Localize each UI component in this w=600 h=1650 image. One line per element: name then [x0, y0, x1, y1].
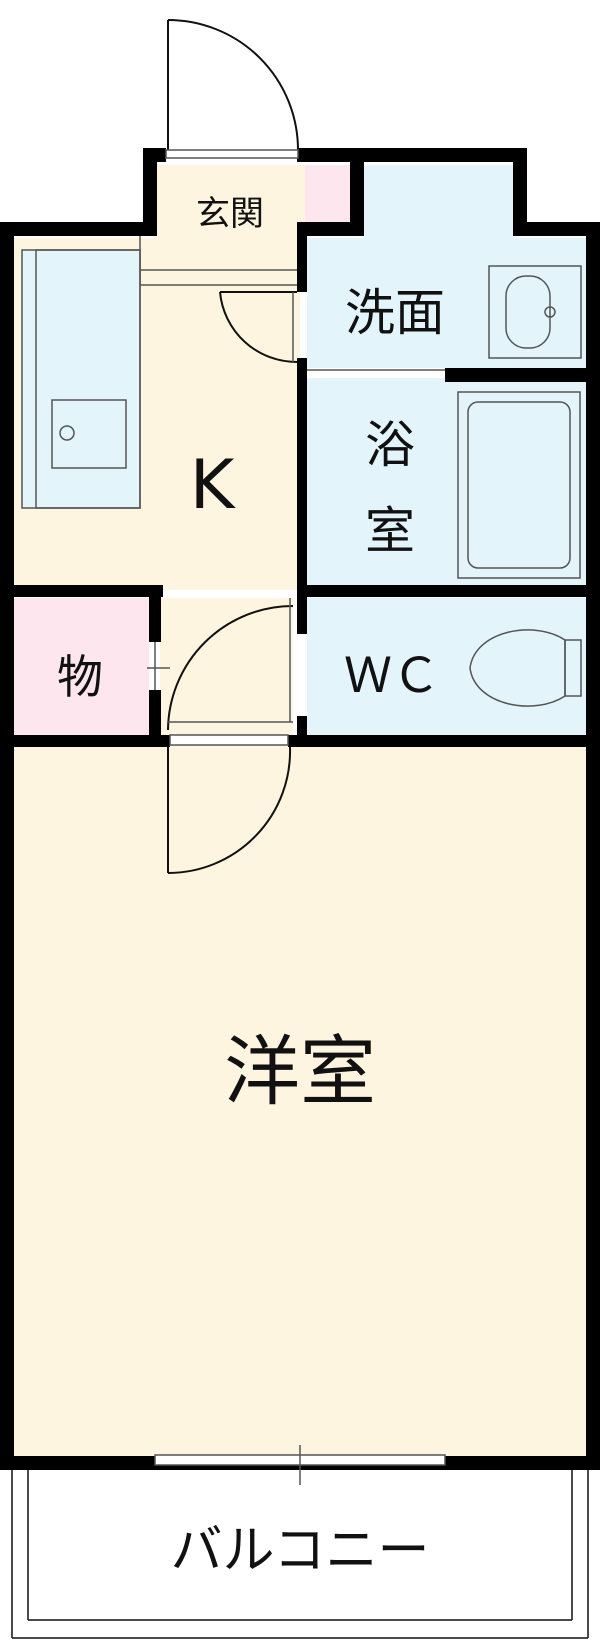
toilet-icon: [469, 629, 582, 707]
room-label-western-room: 洋室: [224, 1027, 376, 1116]
storage-door-marker: [147, 642, 170, 690]
sink-icon: [488, 265, 582, 359]
room-label-bath-2: 室: [365, 502, 415, 560]
room-label-bath-1: 浴: [365, 416, 415, 474]
room-label-balcony: バルコニー: [171, 1521, 430, 1581]
floor-wc: [307, 598, 586, 735]
balcony-outline: [11, 1470, 589, 1639]
entrance-door-icon: [165, 19, 299, 159]
bathtub-icon: [457, 391, 581, 579]
room-label-genkan: 玄関: [196, 194, 264, 234]
western-room-door-icon: [167, 734, 292, 874]
floor-western-room: [14, 742, 586, 1457]
room-label-washroom: 洗面: [345, 284, 445, 342]
kitchen-counter-icon: [21, 249, 141, 509]
balcony-window-icon: [154, 1445, 446, 1485]
room-label-wc: ＷＣ: [344, 648, 440, 704]
wc-door-icon: [167, 598, 294, 731]
floor-storage: [14, 598, 149, 735]
washroom-door-icon: [219, 291, 298, 364]
floor-bath: [307, 378, 586, 585]
floor-hall-blue: [363, 165, 515, 245]
room-label-kitchen: K: [190, 446, 237, 525]
floor-corridor: [160, 598, 293, 735]
room-label-storage: 物: [57, 650, 103, 704]
